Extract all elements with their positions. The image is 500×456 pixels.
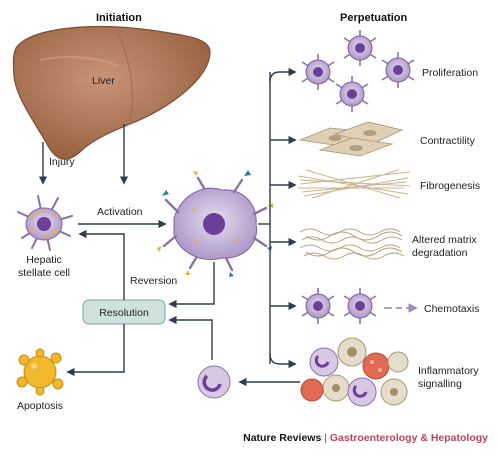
liver-illustration: [12, 25, 211, 160]
matrix-fibres: [299, 228, 405, 260]
outcome-label-matrix-line2: degradation: [412, 247, 468, 259]
credit-journal: Gastroenterology & Hepatology: [329, 432, 488, 444]
reversion-arrow: [78, 229, 125, 300]
figure-credit: Nature Reviews | Gastroenterology & Hepa…: [243, 432, 488, 444]
outcome-label-inflammatory-line2: signalling: [418, 378, 462, 390]
reversion-label: Reversion: [130, 275, 177, 287]
resolution-to-apoptosis-arrow: [66, 324, 125, 377]
phagocyte-to-resolution-arrow: [168, 315, 213, 360]
outcome-label-matrix-line1: Altered matrix: [412, 234, 478, 246]
activation-label: Activation: [97, 206, 143, 218]
credit-separator: |: [324, 432, 327, 444]
heading-perpetuation: Perpetuation: [340, 12, 408, 24]
activated-to-resolution-arrow: [168, 262, 215, 309]
branch-inflammatory-arrow: [269, 353, 297, 369]
fibrogenesis-fibres: [297, 169, 411, 199]
outcome-label-contractility: Contractility: [420, 135, 476, 147]
apoptosis-label: Apoptosis: [17, 400, 63, 412]
proliferation-cell-cluster: [301, 30, 415, 112]
hepatic-stellate-cell-label-line2: stellate cell: [18, 267, 70, 279]
heading-initiation: Initiation: [96, 12, 142, 24]
outcome-label-proliferation: Proliferation: [422, 67, 478, 79]
phagocyte-cell: [197, 365, 231, 399]
inflammatory-cells: [300, 337, 409, 407]
hepatic-stellate-cell-label-line1: Hepatic: [26, 254, 62, 266]
chemotaxis-cells: [301, 288, 418, 324]
credit-publisher: Nature Reviews: [243, 432, 322, 444]
branch-proliferation-arrow: [269, 67, 297, 83]
outcome-label-fibrogenesis: Fibrogenesis: [420, 180, 480, 192]
outcome-label-inflammatory-line1: Inflammatory: [418, 365, 479, 377]
activated-stellate-cell: [157, 170, 273, 277]
outcome-label-chemotaxis: Chemotaxis: [424, 303, 479, 315]
contractility-cells: [298, 121, 404, 157]
resolution-label: Resolution: [99, 307, 149, 319]
liver-label: Liver: [92, 75, 115, 87]
apoptotic-cell: [16, 348, 64, 396]
quiescent-stellate-cell: [17, 195, 73, 251]
injury-label: Injury: [49, 156, 75, 168]
